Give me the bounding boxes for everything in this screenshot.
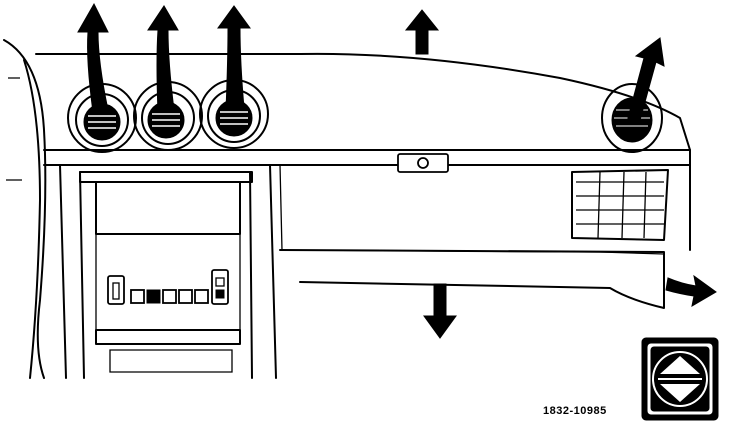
temp-slider-right[interactable] — [211, 269, 229, 305]
airflow-arrow-side-window — [665, 274, 717, 307]
airflow-arrow-footwell — [423, 283, 457, 339]
figure-reference-code: 1832-10985 — [543, 405, 607, 417]
vent-left-outer — [67, 83, 137, 153]
control-button-3[interactable] — [162, 289, 177, 304]
glovebox-latch — [397, 153, 449, 173]
airflow-arrow-left-outer — [77, 2, 109, 113]
climate-control-panel — [107, 269, 229, 305]
temp-slider-left[interactable] — [107, 275, 125, 305]
airflow-arrow-right-vent — [627, 37, 665, 121]
center-console — [59, 164, 277, 379]
airflow-arrow-center-right — [217, 5, 251, 111]
control-button-1[interactable] — [130, 289, 145, 304]
control-button-5[interactable] — [194, 289, 209, 304]
airflow-arrow-left-center — [147, 5, 179, 113]
vent-split-up-down-icon — [660, 356, 700, 374]
airflow-arrow-defrost — [404, 9, 440, 55]
vent-symbol-badge — [641, 337, 719, 421]
dashboard-outline — [35, 52, 691, 309]
side-grille — [571, 169, 669, 241]
control-button-4[interactable] — [178, 289, 193, 304]
a-pillar — [3, 39, 47, 379]
control-button-2[interactable] — [146, 289, 161, 304]
